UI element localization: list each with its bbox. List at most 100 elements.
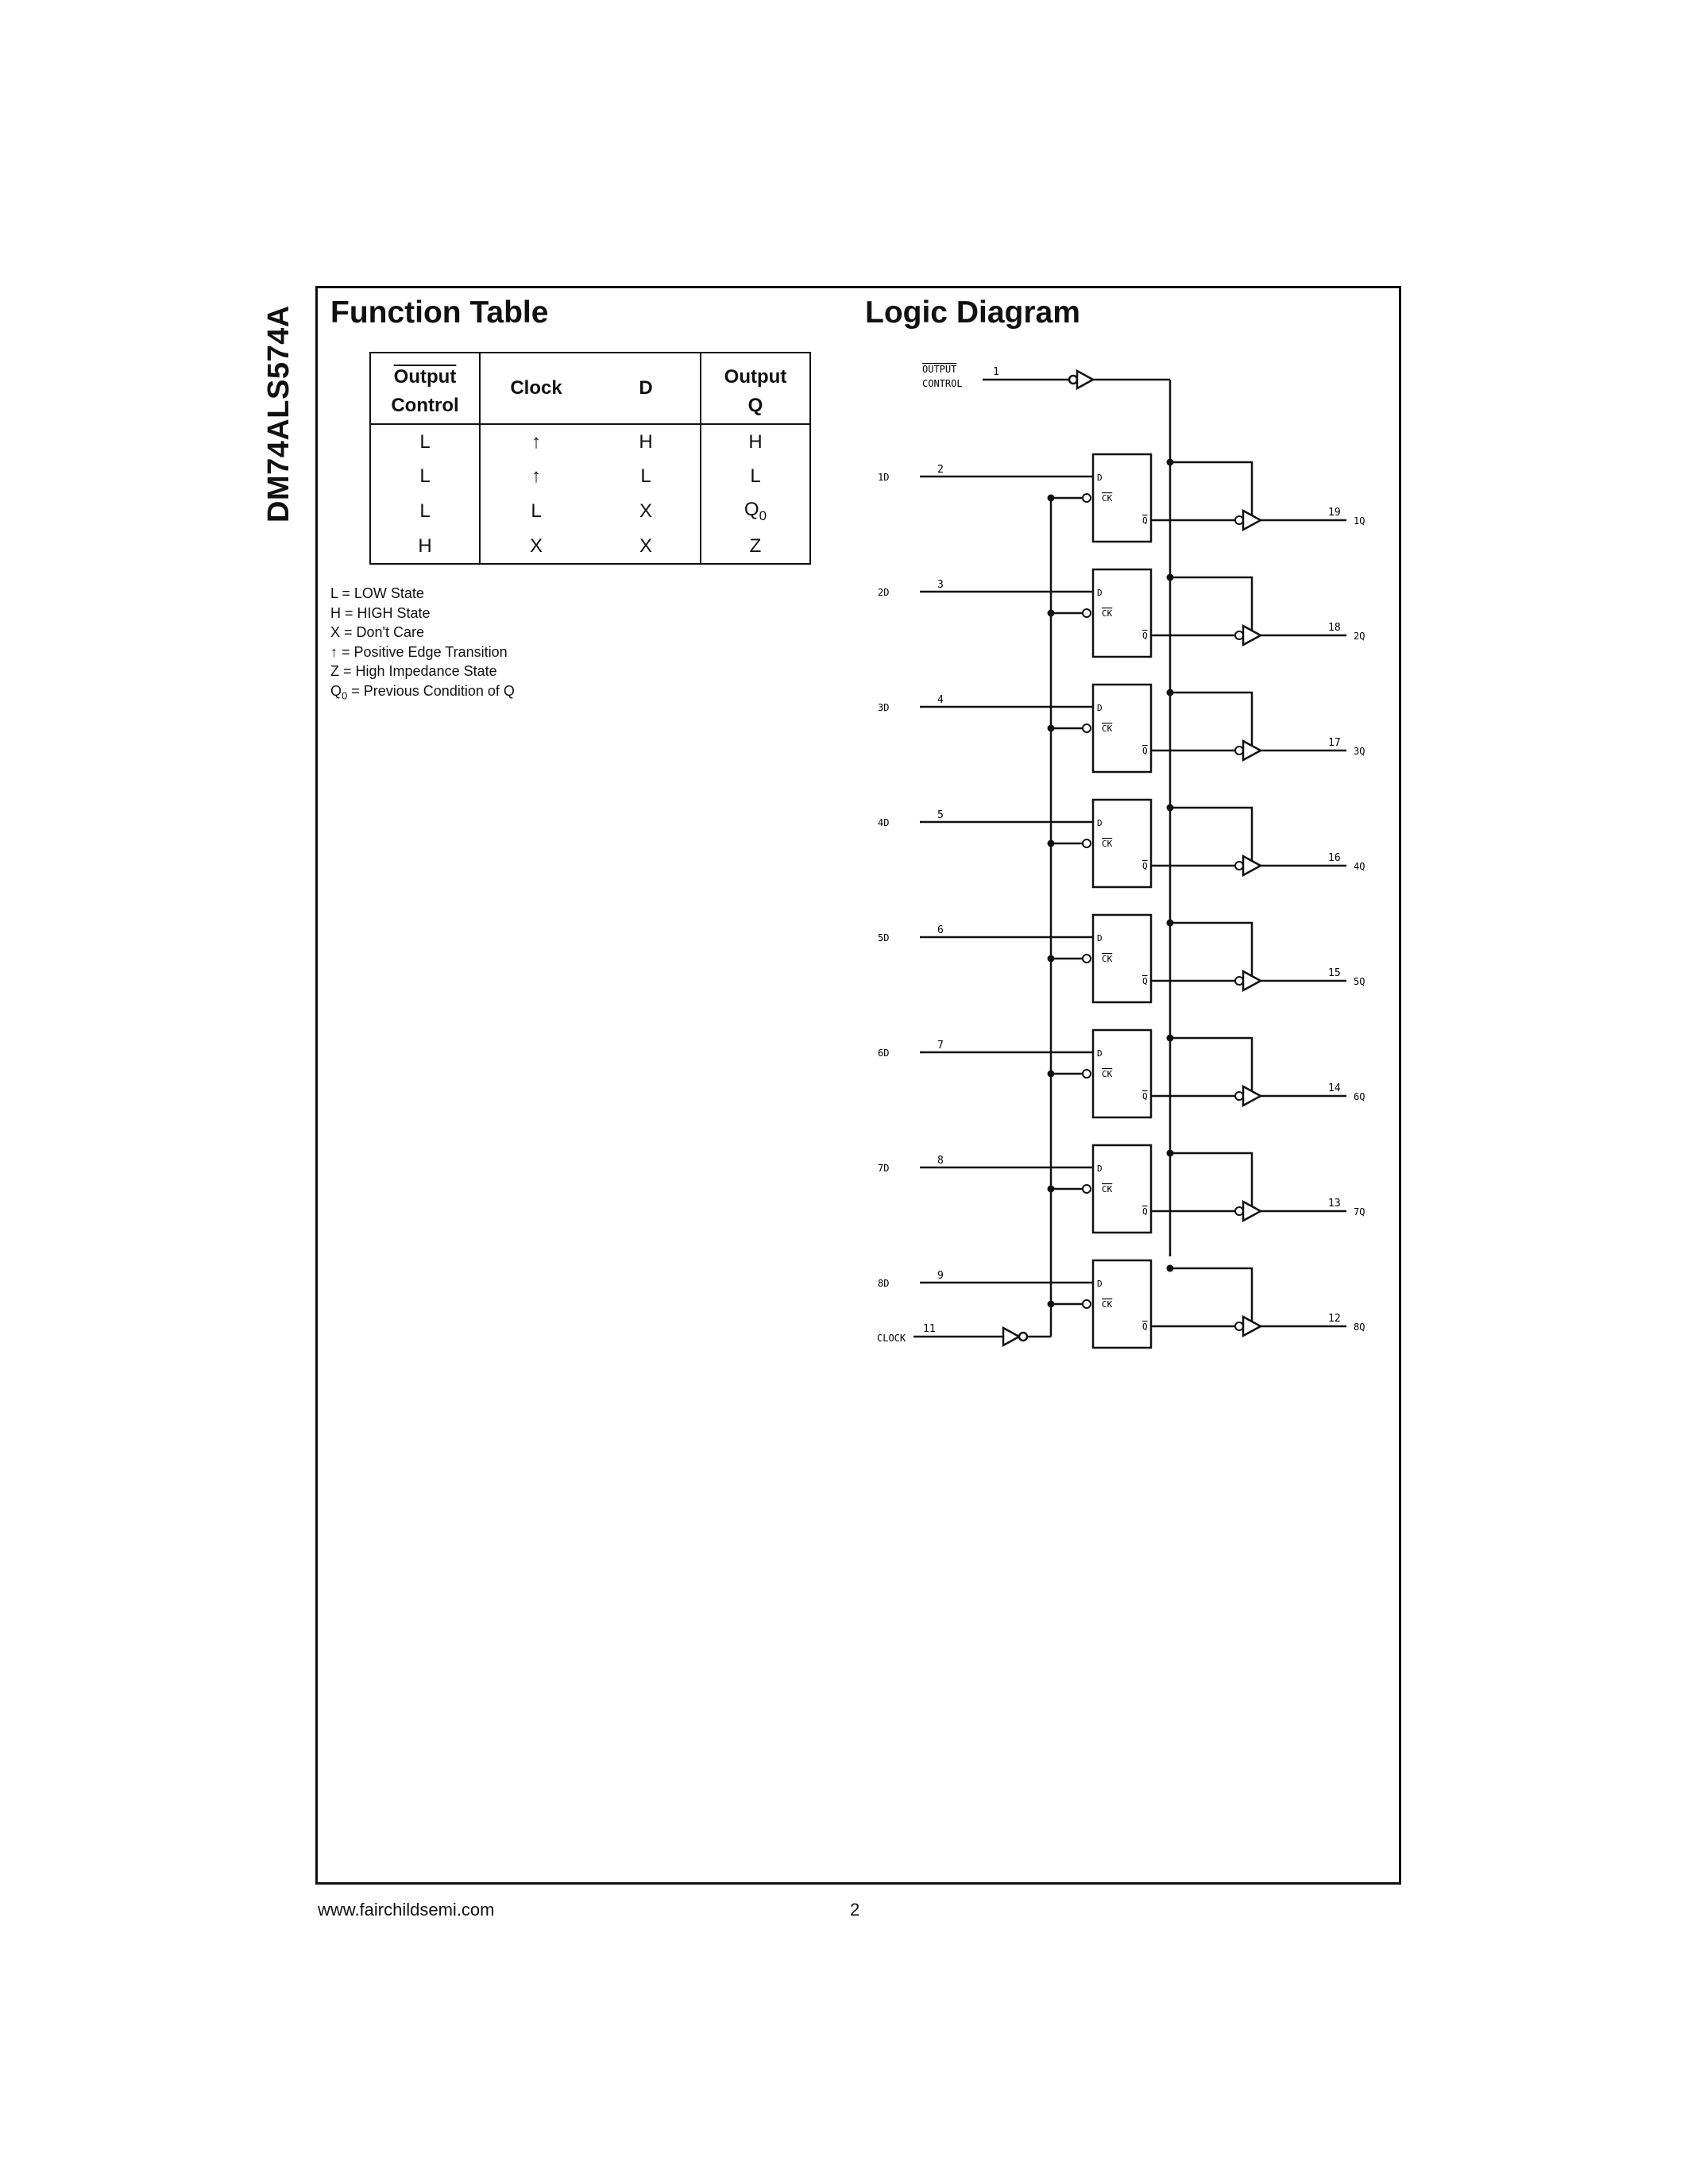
cell-q: L xyxy=(701,459,811,494)
ff-ck-label: CK xyxy=(1102,839,1113,849)
header-output-control-top: Output xyxy=(369,352,481,388)
logic-diagram-title: Logic Diagram xyxy=(865,295,1080,330)
inversion-bubble xyxy=(1018,1331,1029,1342)
inversion-bubble xyxy=(1234,631,1244,640)
output-label: 2Q xyxy=(1354,631,1365,642)
clock-label: CLOCK xyxy=(877,1333,906,1344)
output-pin: 18 xyxy=(1328,622,1341,634)
ff-q-label: Q xyxy=(1142,1206,1148,1217)
output-pin: 13 xyxy=(1328,1198,1341,1210)
logic-diagram: OUTPUT CONTROL 1 CLOCK 11 1D2DCKQ191Q2D3… xyxy=(877,364,1365,1349)
output-pin: 14 xyxy=(1328,1082,1341,1094)
inversion-bubble xyxy=(1068,374,1079,385)
inversion-bubble xyxy=(1234,515,1244,525)
output-pin: 15 xyxy=(1328,967,1341,979)
enable-wire xyxy=(1170,1152,1253,1206)
header-d: D xyxy=(592,352,701,425)
header-output-bottom: Q xyxy=(701,388,811,425)
ff-q-label: Q xyxy=(1142,1091,1148,1102)
cell-q: Q0 xyxy=(701,494,811,529)
d-input-label: 4D xyxy=(878,817,889,828)
ff-d-label: D xyxy=(1097,588,1103,598)
inversion-bubble xyxy=(1082,954,1091,963)
junction-dot xyxy=(1047,1185,1055,1193)
ff-d-label: D xyxy=(1097,1048,1103,1059)
footer-url[interactable]: www.fairchildsemi.com xyxy=(318,1900,495,1920)
cell-q: H xyxy=(701,424,811,459)
d-input-label: 8D xyxy=(878,1278,889,1289)
output-pin: 12 xyxy=(1328,1313,1341,1325)
function-table-notes: L = LOW State H = HIGH State X = Don't C… xyxy=(330,584,515,706)
d-input-pin: 6 xyxy=(937,924,944,936)
output-label: 1Q xyxy=(1354,515,1365,527)
note-line: Q0 = Previous Condition of Q xyxy=(330,682,515,702)
ff-d-label: D xyxy=(1097,473,1103,483)
ff-q-label: Q xyxy=(1142,861,1148,871)
ff-ck-label: CK xyxy=(1102,954,1113,964)
ff-q-label: Q xyxy=(1142,515,1148,526)
output-label: 3Q xyxy=(1354,746,1365,757)
cell-oc: H xyxy=(369,529,480,565)
d-input-pin: 8 xyxy=(937,1155,944,1167)
inversion-bubble xyxy=(1082,493,1091,503)
inversion-bubble xyxy=(1234,1206,1244,1216)
inversion-bubble xyxy=(1082,1184,1091,1194)
junction-dot xyxy=(1047,1070,1055,1078)
inversion-bubble xyxy=(1234,746,1244,755)
flip-flop xyxy=(1091,913,1153,1004)
content-frame xyxy=(315,286,1401,1885)
flip-flop xyxy=(1091,1144,1153,1234)
enable-wire xyxy=(1170,461,1253,515)
output-label: 6Q xyxy=(1354,1091,1365,1102)
enable-wire xyxy=(1170,921,1253,976)
cell-oc: L xyxy=(369,459,480,494)
output-label: 7Q xyxy=(1354,1206,1365,1217)
d-input-label: 7D xyxy=(878,1163,889,1174)
clock-buffer xyxy=(1002,1325,1022,1348)
inversion-bubble xyxy=(1082,1069,1091,1078)
output-pin: 19 xyxy=(1328,507,1341,519)
part-number-vertical-title: DM74ALS574A xyxy=(262,305,295,523)
junction-dot xyxy=(1047,1300,1055,1308)
ff-ck-label: CK xyxy=(1102,1069,1113,1079)
inversion-bubble xyxy=(1082,723,1091,733)
cell-clock: ↑ xyxy=(479,459,592,494)
ff-q-label: Q xyxy=(1142,976,1148,986)
ff-q-label: Q xyxy=(1142,1322,1148,1332)
cell-d: X xyxy=(592,529,701,565)
cell-oc: L xyxy=(369,424,480,459)
note-line: Z = High Impedance State xyxy=(330,663,497,679)
ff-ck-label: CK xyxy=(1102,1184,1113,1194)
header-output-control-bottom: Control xyxy=(369,388,481,425)
ff-d-label: D xyxy=(1097,1279,1103,1289)
output-pin: 17 xyxy=(1328,737,1341,749)
junction-dot xyxy=(1047,724,1055,732)
junction-dot xyxy=(1047,839,1055,847)
page-number: 2 xyxy=(850,1900,860,1920)
inversion-bubble xyxy=(1082,1299,1091,1309)
note-line: ↑ = Positive Edge Transition xyxy=(330,643,508,660)
d-input-pin: 4 xyxy=(937,694,944,706)
junction-dot xyxy=(1047,494,1055,502)
inversion-bubble xyxy=(1082,608,1091,618)
flip-flop xyxy=(1091,1259,1153,1349)
table-row: L ↑ L L xyxy=(369,459,811,494)
table-row: L ↑ H H xyxy=(369,424,811,459)
junction-dot xyxy=(1047,609,1055,617)
enable-wire xyxy=(1170,576,1253,631)
d-input-label: 6D xyxy=(878,1048,889,1059)
output-label: 4Q xyxy=(1354,861,1365,872)
flip-flop xyxy=(1091,1028,1153,1119)
ff-d-label: D xyxy=(1097,1163,1103,1174)
cell-clock: ↑ xyxy=(479,424,592,459)
inversion-bubble xyxy=(1234,1091,1244,1101)
ff-d-label: D xyxy=(1097,703,1103,713)
d-input-pin: 3 xyxy=(937,579,944,591)
enable-wire xyxy=(1170,806,1253,861)
ff-d-label: D xyxy=(1097,933,1103,943)
d-input-label: 5D xyxy=(878,932,889,943)
note-line: H = HIGH State xyxy=(330,604,431,621)
cell-d: X xyxy=(592,494,701,529)
cell-d: L xyxy=(592,459,701,494)
ff-d-label: D xyxy=(1097,818,1103,828)
